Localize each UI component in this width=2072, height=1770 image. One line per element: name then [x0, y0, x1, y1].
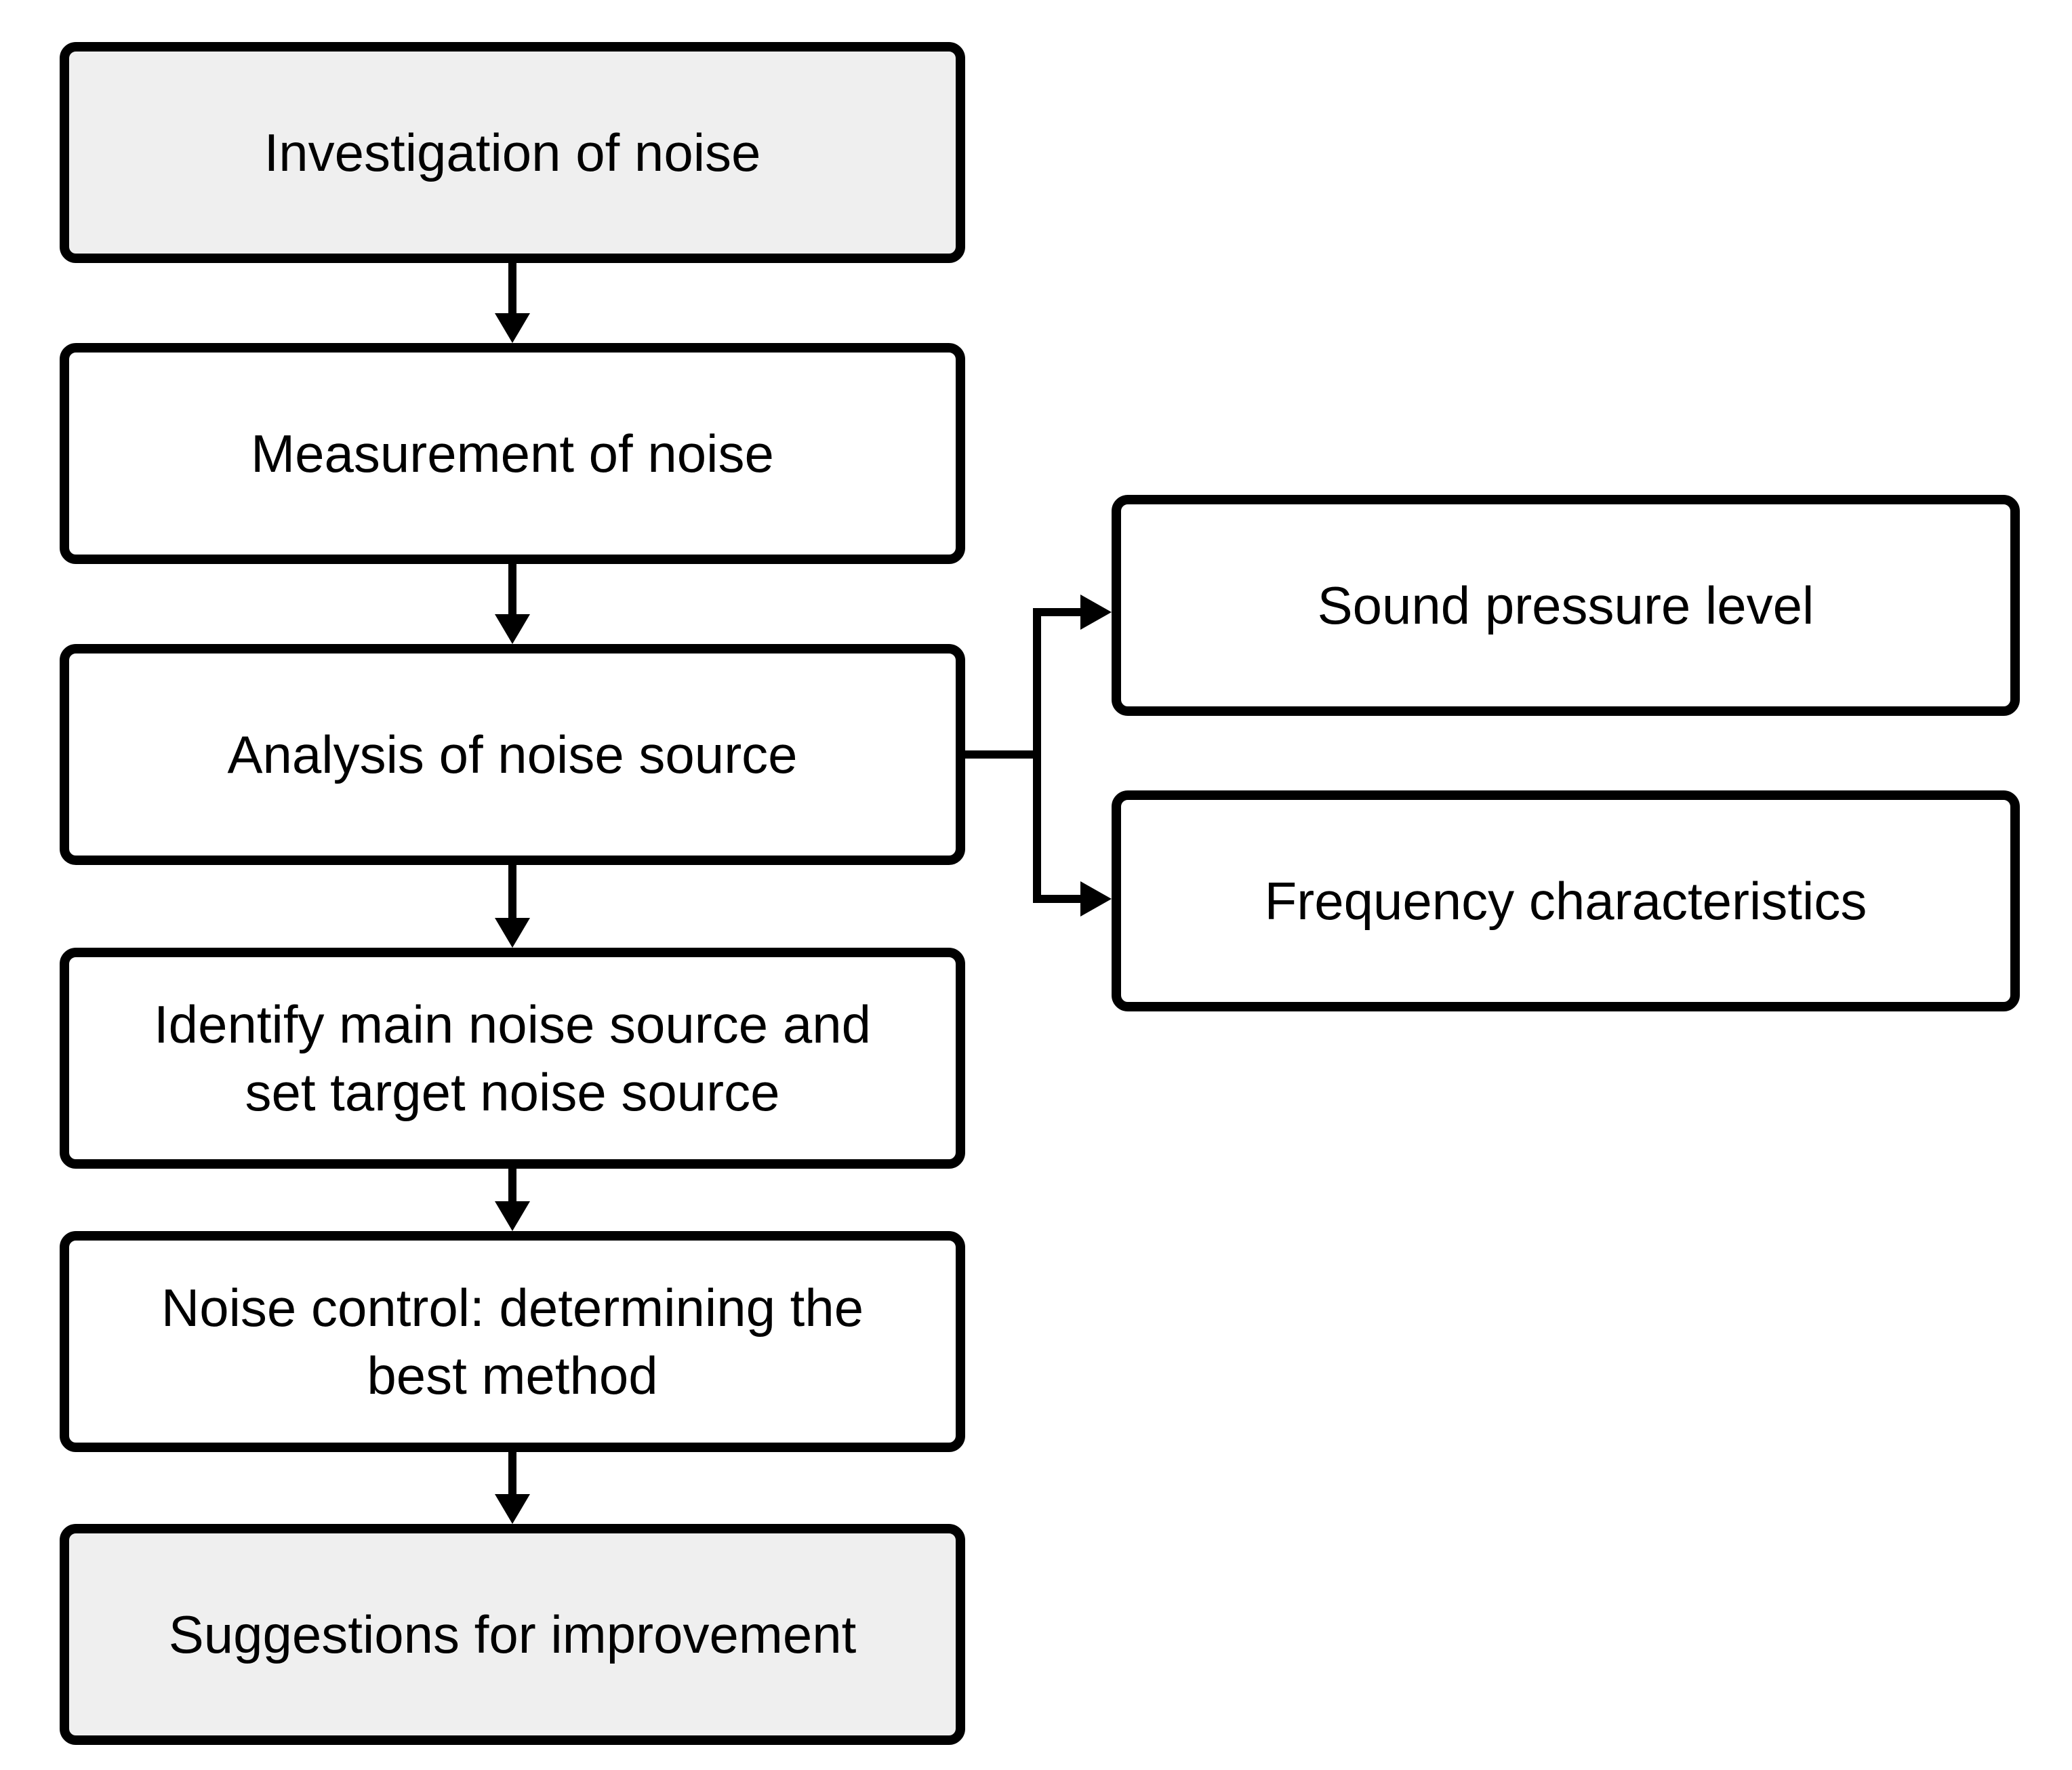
- node-frequency: Frequency characteristics: [1112, 790, 2020, 1011]
- node-identify-label: Identify main noise source and set targe…: [154, 994, 871, 1122]
- edge-analysis-sound-pressure: [1033, 608, 1083, 755]
- node-measurement: Measurement of noise: [60, 343, 965, 564]
- node-analysis-label: Analysis of noise source: [227, 725, 798, 784]
- node-noise-control: Noise control: determining the best meth…: [60, 1231, 965, 1452]
- node-noise-control-label: Noise control: determining the best meth…: [161, 1278, 864, 1405]
- arrowhead-sound-pressure: [1080, 595, 1112, 630]
- arrowhead-suggestions: [495, 1494, 530, 1524]
- arrowhead-analysis: [495, 614, 530, 644]
- node-suggestions: Suggestions for improvement: [60, 1524, 965, 1745]
- arrowhead-frequency: [1080, 881, 1112, 917]
- node-identify: Identify main noise source and set targe…: [60, 948, 965, 1169]
- node-sound-pressure: Sound pressure level: [1112, 495, 2020, 716]
- node-suggestions-label: Suggestions for improvement: [168, 1605, 857, 1664]
- arrowhead-measurement: [495, 313, 530, 343]
- arrowhead-noise-control: [495, 1201, 530, 1231]
- node-measurement-label: Measurement of noise: [251, 424, 774, 483]
- node-investigation-label: Investigation of noise: [264, 123, 761, 182]
- node-investigation: Investigation of noise: [60, 42, 965, 263]
- arrowhead-identify: [495, 918, 530, 948]
- node-analysis: Analysis of noise source: [60, 644, 965, 865]
- node-frequency-label: Frequency characteristics: [1264, 871, 1867, 931]
- edge-analysis-frequency: [1033, 755, 1083, 903]
- node-sound-pressure-label: Sound pressure level: [1317, 576, 1814, 635]
